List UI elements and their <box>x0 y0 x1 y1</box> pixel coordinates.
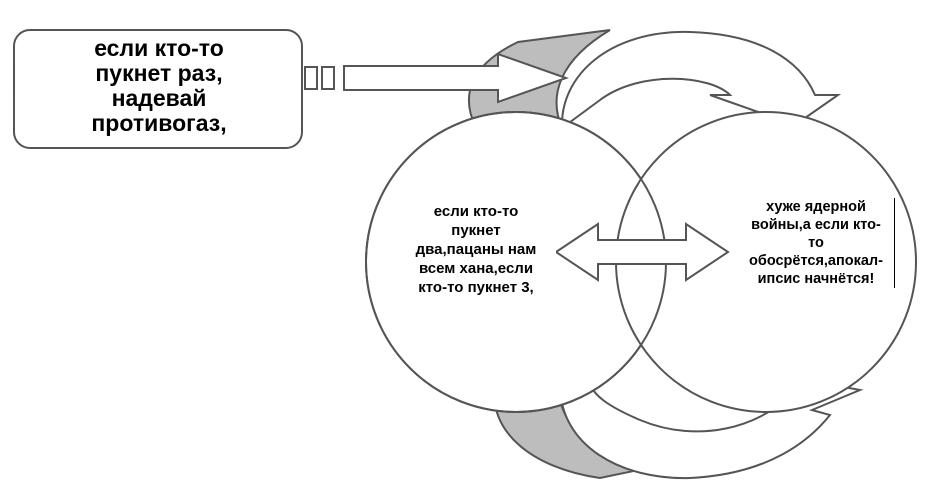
left-circle-label: если кто-то пукнет два,пацаны нам всем х… <box>396 202 556 297</box>
connector-square-2 <box>321 66 335 90</box>
top-arrow-body <box>560 30 842 130</box>
connector-square-1 <box>304 66 318 90</box>
straight-arrow <box>343 52 570 104</box>
right-circle-label: хуже ядерной войны,а если кто- то обосрё… <box>738 198 895 288</box>
double-arrow <box>554 222 730 282</box>
top-box-label: если кто-то пукнет раз, надевай противог… <box>48 36 270 136</box>
